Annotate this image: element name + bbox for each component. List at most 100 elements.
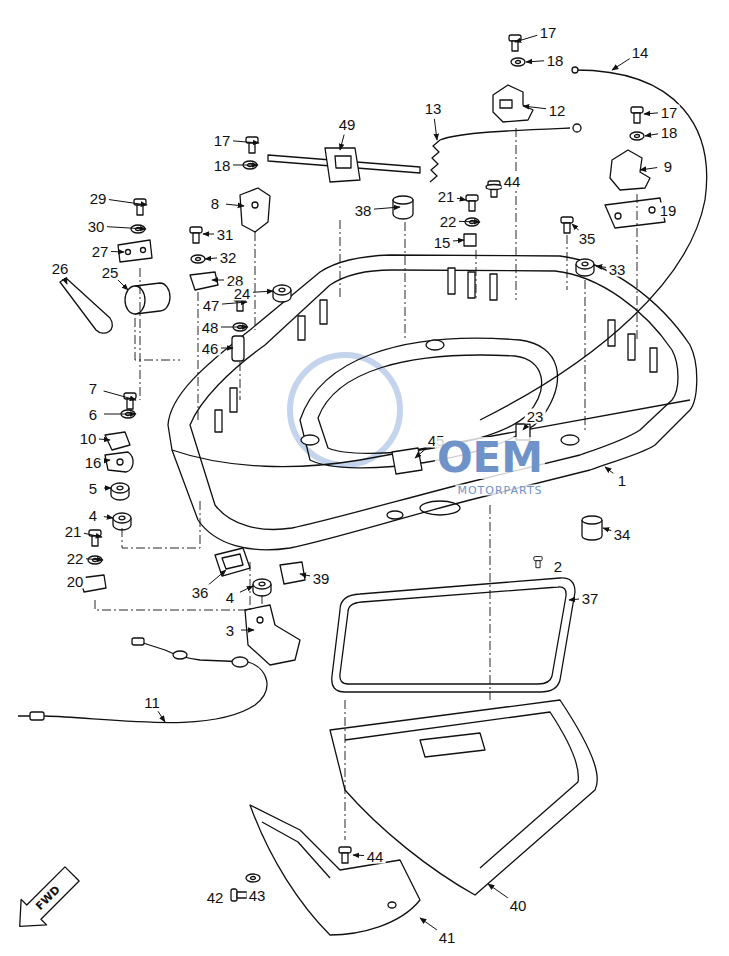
drawing-path: [345, 712, 578, 868]
leader-line: [104, 460, 110, 462]
drawing-rect: [490, 274, 497, 300]
drawing-path: [493, 85, 533, 122]
callout-number: 33: [607, 262, 628, 277]
direction-label: FWD: [34, 884, 62, 912]
leader-line: [208, 570, 226, 585]
callout-number: 25: [100, 265, 121, 280]
drawing-path: [280, 562, 305, 584]
callout-number: 4: [87, 508, 99, 523]
drawing-path: [190, 270, 678, 529]
callout-number: 20: [65, 574, 86, 589]
drawing-path: [250, 805, 420, 935]
drawing-ellipse: [420, 501, 460, 515]
callout-number: 44: [365, 849, 386, 864]
drawing-path: [245, 605, 300, 665]
callout-number: 40: [508, 898, 529, 913]
callout-number: 38: [353, 203, 374, 218]
drawing-g: [95, 128, 637, 840]
drawing-rect: [650, 348, 657, 372]
callout-number: 29: [88, 191, 109, 206]
leader-line: [226, 204, 244, 206]
drawing-path: [172, 400, 690, 467]
leader-line: [488, 884, 509, 899]
callout-number: 46: [200, 341, 221, 356]
drawing-rect: [132, 638, 144, 645]
callout-number: 47: [201, 298, 222, 313]
leader-line: [221, 348, 233, 349]
drawing-g: [7, 861, 85, 939]
drawing-rect: [628, 334, 635, 360]
drawing-g: [7, 35, 707, 939]
callout-number: 31: [215, 227, 236, 242]
drawing-ellipse: [393, 196, 413, 204]
drawing-path: [135, 318, 180, 360]
drawing-path: [340, 220, 341, 300]
callout-number: 35: [577, 231, 598, 246]
leader-line: [640, 168, 657, 170]
callout-number: 5: [87, 481, 99, 496]
drawing-path: [345, 700, 346, 840]
drawing-circle: [252, 202, 258, 208]
leader-line: [158, 711, 165, 722]
drawing-use: [273, 285, 291, 302]
leader-line: [420, 918, 438, 931]
leader-line: [353, 855, 364, 857]
callout-number: 18: [212, 158, 233, 173]
leader-line: [109, 200, 147, 205]
leader-line: [107, 227, 146, 229]
callout-number: 16: [83, 455, 104, 470]
callout-number: 6: [87, 407, 99, 422]
drawing-path: [325, 148, 360, 182]
drawing-ellipse: [486, 185, 502, 190]
drawing-ellipse: [426, 340, 444, 350]
drawing-path: [516, 128, 517, 300]
drawing-use: [534, 557, 542, 568]
leader-line: [523, 424, 528, 430]
drawing-path: [255, 232, 256, 330]
leader-line: [84, 533, 102, 537]
drawing-use: [191, 255, 205, 263]
drawing-ellipse: [301, 435, 319, 445]
leader-line: [99, 439, 110, 440]
callout-number: 37: [580, 591, 601, 606]
leader-line: [374, 207, 400, 209]
drawing-circle: [257, 617, 263, 623]
callout-number: 10: [78, 431, 99, 446]
leader-line: [526, 61, 544, 62]
leader-line: [603, 528, 612, 531]
callout-number: 49: [337, 117, 358, 132]
drawing-path: [332, 578, 575, 692]
drawing-rect: [468, 272, 475, 298]
drawing-path: [240, 362, 241, 400]
drawing-use: [113, 513, 131, 530]
drawing-path: [60, 278, 112, 333]
callout-number: 24: [232, 286, 253, 301]
leader-line: [104, 488, 111, 489]
drawing-polygon: [7, 861, 85, 939]
drawing-path: [500, 100, 512, 108]
drawing-circle: [126, 250, 131, 255]
callout-number: 2: [552, 559, 564, 574]
callout-number: 15: [432, 235, 453, 250]
leader-line: [212, 280, 224, 281]
drawing-path: [605, 198, 665, 228]
callout-number: 18: [659, 125, 680, 140]
drawing-use: [631, 107, 643, 123]
callout-number: 19: [658, 203, 679, 218]
drawing-path: [610, 150, 650, 190]
drawing-path: [405, 222, 406, 340]
drawing-rect: [30, 712, 44, 720]
callout-number: 41: [437, 930, 458, 945]
drawing-use: [511, 58, 525, 66]
drawing-use: [134, 199, 146, 215]
leader-line: [221, 327, 248, 328]
drawing-use: [630, 132, 644, 140]
drawing-use: [253, 579, 271, 596]
callout-number: 11: [142, 695, 162, 710]
watermark-text: OEM: [435, 437, 545, 479]
leader-line: [612, 58, 631, 70]
drawing-path: [190, 272, 218, 290]
leader-line: [605, 467, 613, 473]
drawing-ellipse: [388, 902, 396, 908]
drawing-ellipse: [582, 516, 602, 524]
